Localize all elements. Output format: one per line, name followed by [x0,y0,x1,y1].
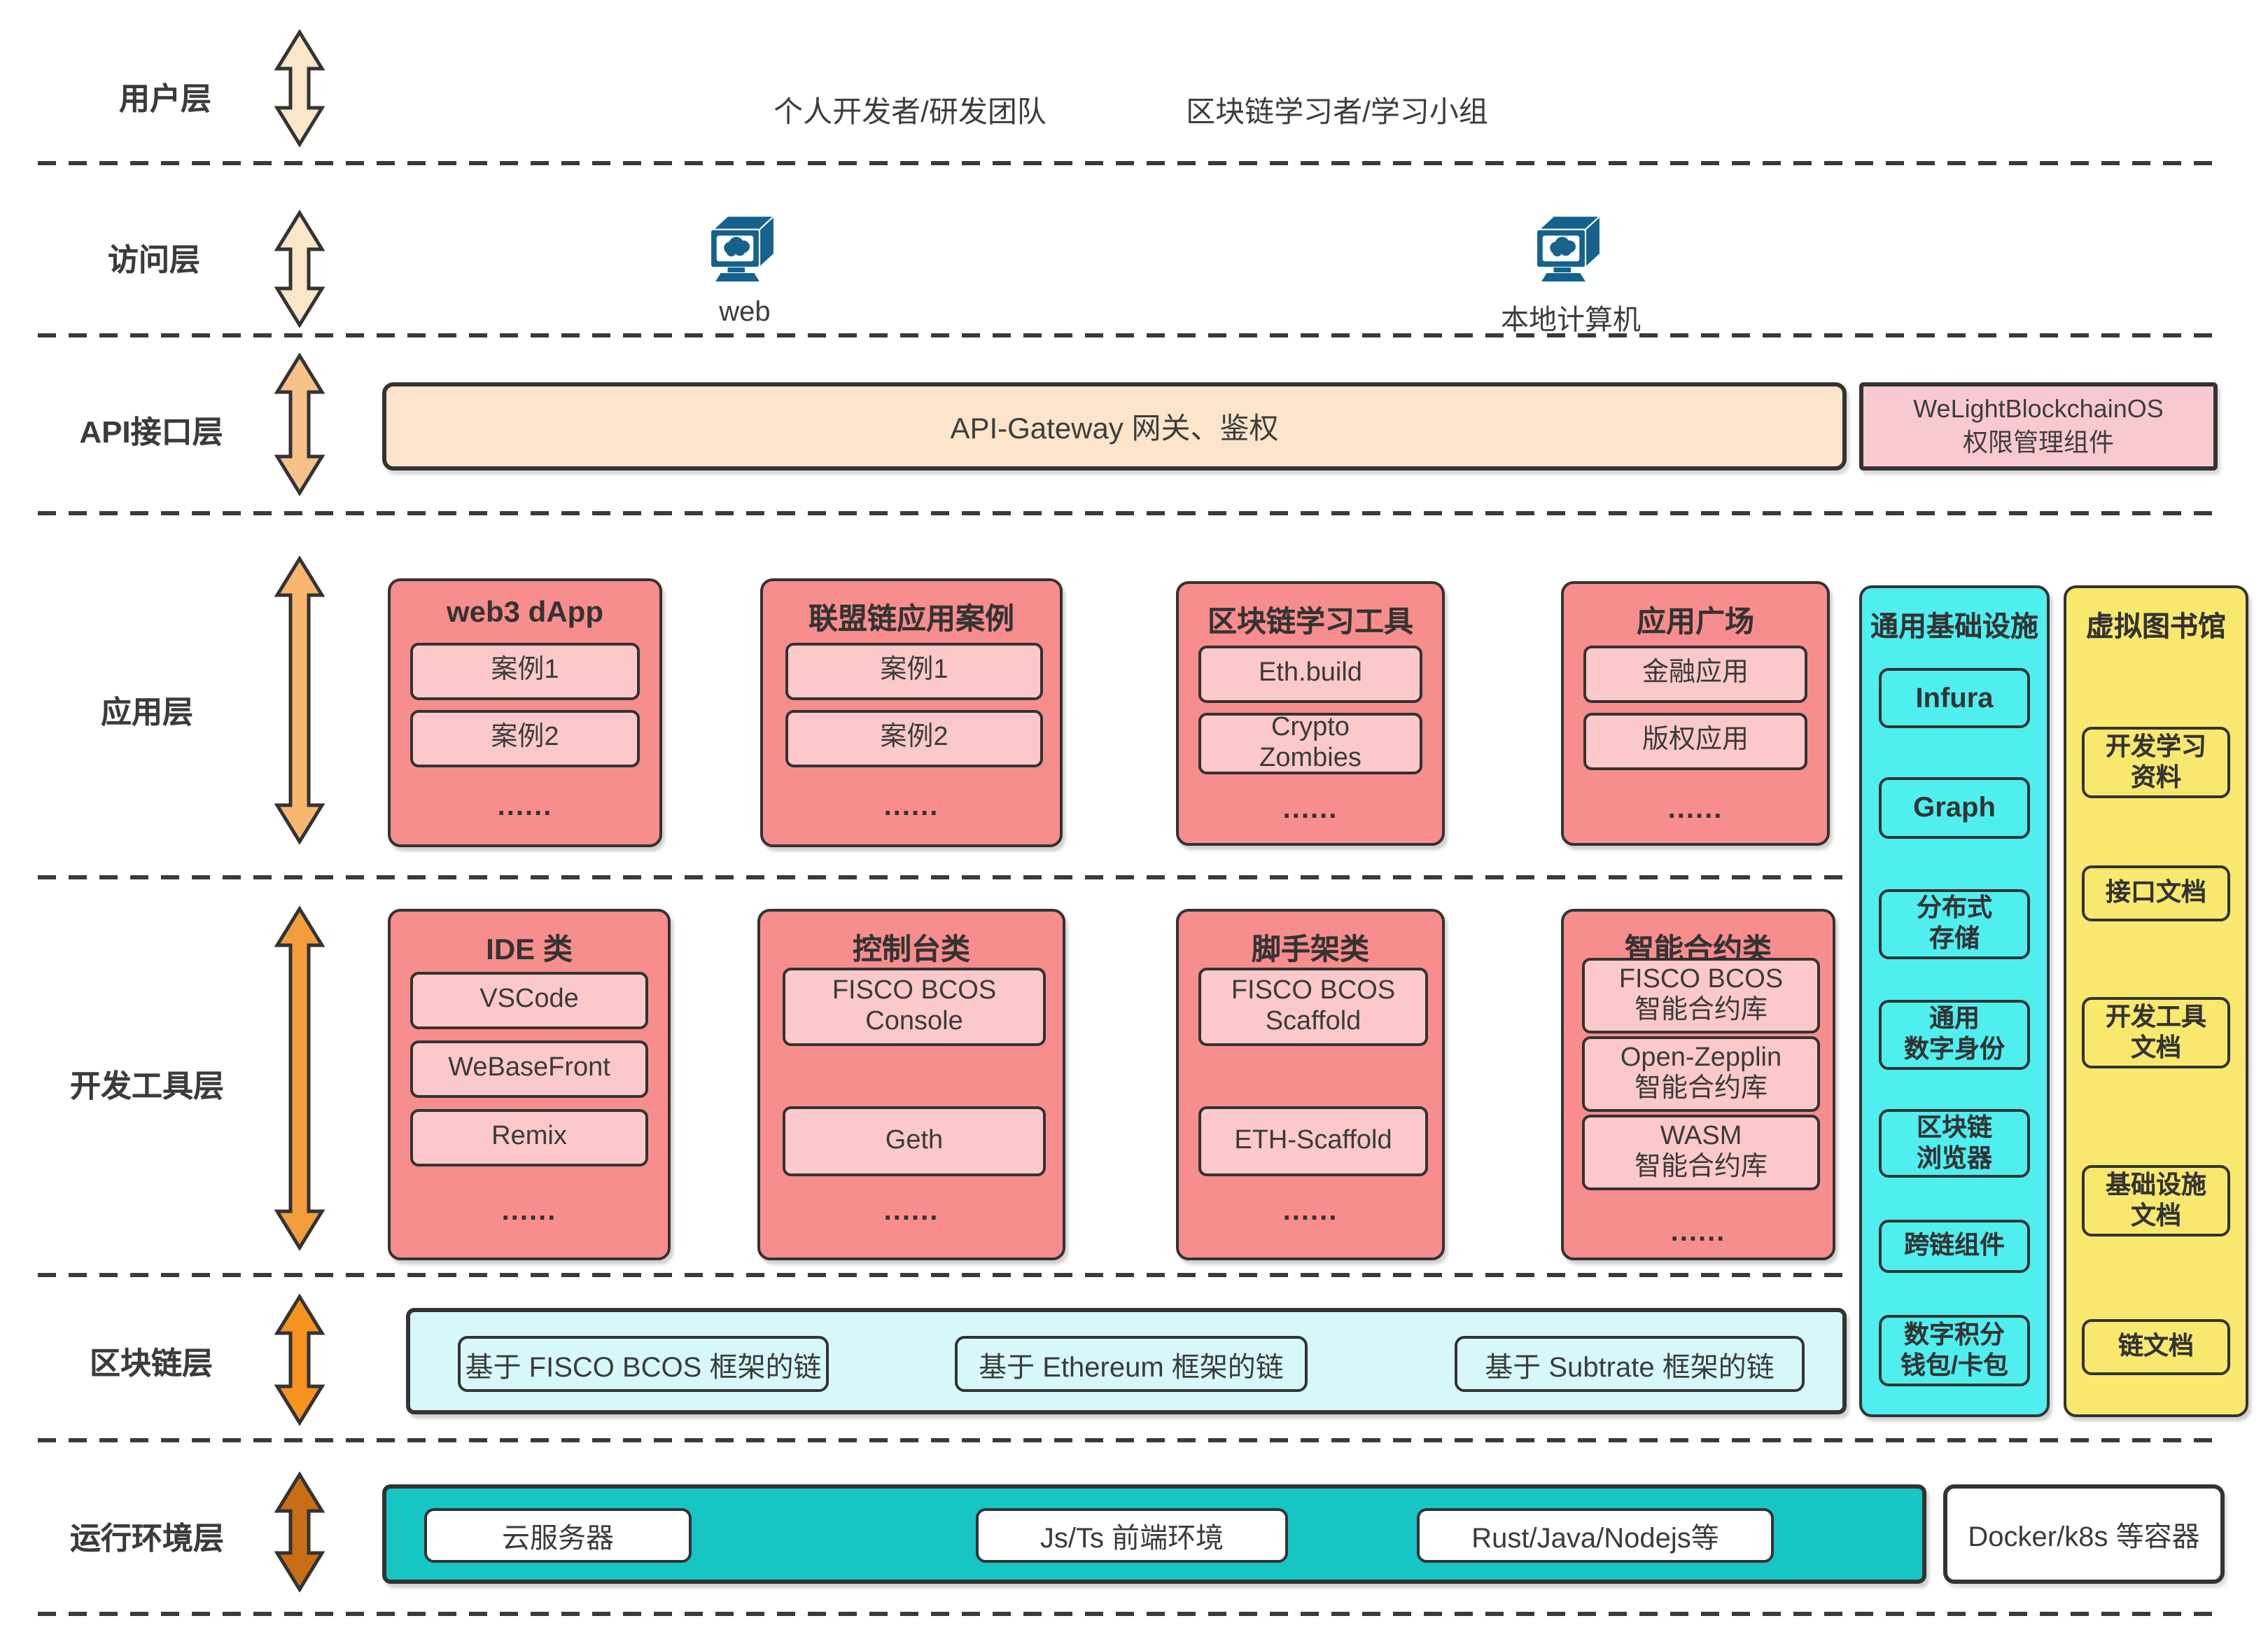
app-item: Crypto Zombies [1198,712,1422,774]
access-node-local-label: 本地计算机 [1501,305,1641,336]
layer-label-access: 访问层 [107,242,200,277]
double-arrow-runtime-layer [274,1472,325,1592]
app-box-title: 应用广场 [1637,606,1754,639]
library-item: 开发工具 文档 [2082,997,2230,1068]
layer-label-api: API接口层 [79,415,223,450]
separator-line [38,333,2212,337]
library-item: 链文档 [2082,1319,2230,1375]
layer-label-runtime: 运行环境层 [69,1521,224,1556]
ellipsis: ...... [1667,794,1723,825]
api-gateway-label: API-Gateway 网关、鉴权 [950,412,1279,445]
app-box-title: web3 dApp [446,597,603,629]
runtime-item-cloud: 云服务器 [424,1508,692,1563]
runtime-item-jsts: Js/Ts 前端环境 [976,1508,1288,1563]
tool-item: FISCO BCOS Scaffold [1198,968,1428,1046]
double-arrow-user-layer [274,29,325,147]
double-arrow-access-layer [274,210,325,328]
tool-item: FISCO BCOS 智能合约库 [1582,958,1820,1033]
permission-component-box: WeLightBlockchainOS 权限管理组件 [1859,382,2218,471]
infra-column: 通用基础设施 Infura Graph 分布式 存储 通用 数字身份 区块链 浏… [1859,585,2050,1417]
app-box-learning-tools: 区块链学习工具 Eth.build Crypto Zombies ...... [1176,581,1445,846]
double-arrow-api-layer [274,353,325,496]
ellipsis: ...... [501,1196,557,1227]
infra-item: 数字积分 钱包/卡包 [1879,1315,2030,1386]
infra-item: 区块链 浏览器 [1879,1109,2030,1178]
app-box-title: 联盟链应用案例 [808,604,1014,636]
app-box-title: 区块链学习工具 [1208,606,1413,639]
access-node-web-label: web [719,297,771,328]
tool-item: WeBaseFront [410,1040,648,1098]
cloud-glyph [724,237,750,257]
double-arrow-application-layer [274,556,325,844]
tool-item: VSCode [410,972,648,1029]
api-gateway-bar: API-Gateway 网关、鉴权 [382,382,1847,471]
separator-line [38,1612,2212,1616]
app-item: 案例1 [785,643,1043,700]
app-box-web3-dapp: web3 dApp 案例1 案例2 ...... [388,578,662,847]
runtime-bar: 云服务器 Js/Ts 前端环境 Rust/Java/Nodejs等 [382,1484,1926,1584]
computer-icon [709,214,776,284]
tool-item: Open-Zepplin 智能合约库 [1582,1036,1820,1112]
infra-item: 分布式 存储 [1879,889,2030,959]
computer-icon [1535,214,1602,284]
app-item: 版权应用 [1583,713,1807,770]
library-column: 虚拟图书馆 开发学习 资料 接口文档 开发工具 文档 基础设施 文档 链文档 [2064,585,2248,1417]
library-item: 基础设施 文档 [2082,1165,2230,1237]
ellipsis: ...... [883,1196,939,1227]
layer-label-user: 用户层 [118,81,211,116]
infra-item: Infura [1879,668,2030,728]
infra-item: 通用 数字身份 [1879,1000,2030,1070]
tool-item: Geth [783,1106,1046,1176]
layer-label-devtools: 开发工具层 [69,1068,224,1103]
tool-item: WASM 智能合约库 [1582,1115,1820,1190]
tool-box-console: 控制台类 FISCO BCOS Console Geth ...... [757,909,1065,1260]
layer-label-application: 应用层 [100,695,193,730]
cloud-glyph [1550,237,1576,257]
app-item: 案例1 [410,643,640,700]
infra-item: 跨链组件 [1879,1220,2030,1273]
library-column-title: 虚拟图书馆 [2086,612,2226,643]
tool-box-title: 控制台类 [853,934,970,966]
blockchain-bar: 基于 FISCO BCOS 框架的链 基于 Ethereum 框架的链 基于 S… [406,1308,1847,1414]
app-item: 金融应用 [1583,646,1807,703]
app-item: 案例2 [785,710,1043,767]
chain-item-ethereum: 基于 Ethereum 框架的链 [955,1336,1308,1392]
separator-line [38,1273,1845,1277]
tool-item: FISCO BCOS Console [783,968,1046,1046]
tool-item: Remix [410,1109,648,1166]
chain-item-fisco: 基于 FISCO BCOS 框架的链 [458,1336,829,1392]
separator-line [38,161,2212,165]
tool-item: ETH-Scaffold [1198,1106,1428,1176]
infra-column-title: 通用基础设施 [1870,612,2038,643]
separator-line [38,511,2212,515]
tool-box-ide: IDE 类 VSCode WeBaseFront Remix ...... [388,909,671,1260]
tool-box-title: 脚手架类 [1252,934,1369,966]
runtime-item-rust-java-node: Rust/Java/Nodejs等 [1417,1508,1774,1563]
user-group-learners: 区块链学习者/学习小组 [1186,97,1488,129]
tool-box-smart-contract: 智能合约类 FISCO BCOS 智能合约库 Open-Zepplin 智能合约… [1561,909,1835,1260]
app-item: 案例2 [410,710,640,767]
separator-line [38,1438,2212,1442]
ellipsis: ...... [1670,1217,1726,1248]
double-arrow-blockchain-layer [274,1294,325,1426]
library-item: 接口文档 [2082,865,2230,921]
ellipsis: ...... [1282,794,1338,825]
ellipsis: ...... [883,791,939,822]
app-box-app-plaza: 应用广场 金融应用 版权应用 ...... [1561,581,1830,846]
infra-item: Graph [1879,777,2030,839]
chain-item-subtrate: 基于 Subtrate 框架的链 [1455,1336,1805,1392]
tool-box-title: IDE 类 [486,934,573,966]
runtime-container-docker: Docker/k8s 等容器 [1943,1484,2225,1584]
ellipsis: ...... [497,791,553,822]
separator-line [38,875,1845,879]
user-group-developers: 个人开发者/研发团队 [774,97,1046,129]
app-item: Eth.build [1198,646,1422,703]
ellipsis: ...... [1282,1196,1338,1227]
layer-label-blockchain: 区块链层 [89,1346,213,1381]
app-box-consortium-cases: 联盟链应用案例 案例1 案例2 ...... [760,578,1063,847]
double-arrow-devtools-layer [274,906,325,1251]
tool-box-scaffold: 脚手架类 FISCO BCOS Scaffold ETH-Scaffold ..… [1176,909,1445,1260]
library-item: 开发学习 资料 [2082,727,2230,798]
